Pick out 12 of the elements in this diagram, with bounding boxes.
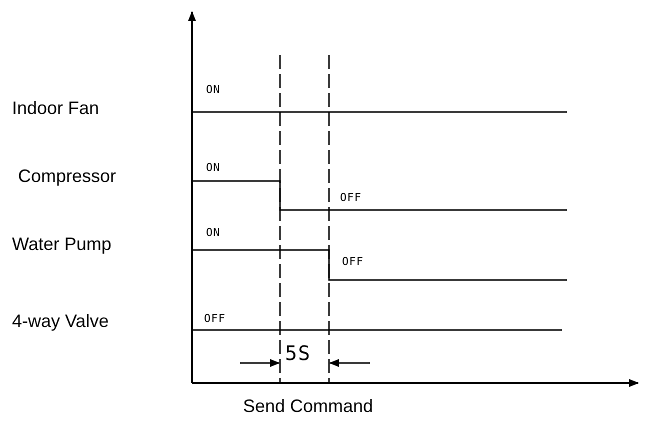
signal-name: Compressor	[18, 167, 116, 185]
state-label: OFF	[204, 313, 226, 324]
signal-name: 4-way Valve	[12, 312, 109, 330]
state-label: OFF	[340, 192, 362, 203]
state-label: ON	[206, 84, 220, 95]
signal-name: Indoor Fan	[12, 99, 100, 117]
state-label: OFF	[342, 256, 364, 267]
signal-name: Water Pump	[12, 235, 112, 253]
state-label: ON	[206, 227, 220, 238]
dimension-label: 5S	[285, 343, 312, 363]
state-label: ON	[206, 162, 220, 173]
axis-label: Send Command	[243, 397, 374, 415]
